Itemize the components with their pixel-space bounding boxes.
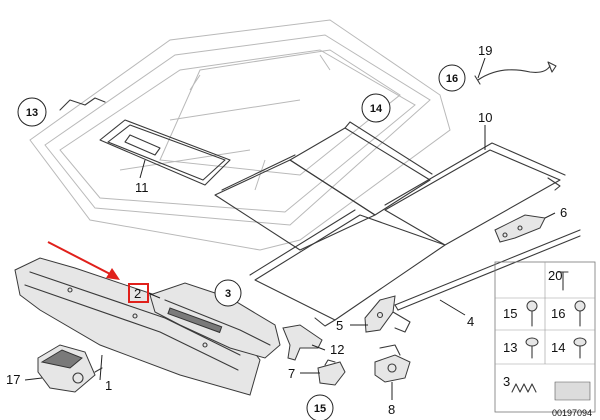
grid-label-15: 15 (503, 306, 517, 321)
roof-frame (29, 19, 451, 251)
label-7: 7 (288, 366, 295, 381)
svg-text:14: 14 (370, 103, 383, 115)
circle-label-3: 3 (214, 279, 242, 307)
label-5: 5 (336, 318, 343, 333)
part-1-panel (14, 257, 261, 396)
highlight-arrow (47, 241, 120, 280)
label-17: 17 (6, 372, 20, 387)
part-17-motor (37, 344, 103, 393)
label-8: 8 (388, 402, 395, 417)
grid-label-16: 16 (551, 306, 565, 321)
part-11-rail (99, 119, 231, 186)
label-10: 10 (478, 110, 492, 125)
svg-text:3: 3 (225, 288, 231, 300)
grid-label-3: 3 (503, 374, 510, 389)
svg-text:16: 16 (446, 73, 458, 85)
grid-label-14: 14 (551, 340, 565, 355)
grid-label-13: 13 (503, 340, 517, 355)
label-1: 1 (105, 378, 112, 393)
circle-label-14: 14 (361, 93, 391, 123)
circle-label-16: 16 (438, 64, 466, 92)
part-8-mount (374, 344, 411, 383)
part-6-bracket (494, 214, 546, 243)
circle-label-15: 15 (306, 394, 334, 420)
diagram-reference: 00197094 (552, 408, 592, 418)
svg-text:15: 15 (314, 403, 326, 415)
label-11: 11 (135, 180, 149, 195)
grid-label-20: 20 (548, 268, 562, 283)
part-2-trim (149, 282, 281, 359)
label-2: 2 (134, 286, 141, 301)
part-19-cable (474, 61, 557, 85)
hardware-grid (494, 261, 596, 413)
part-2-highlight-box (128, 283, 149, 303)
leader-lines (24, 57, 556, 400)
part-7-clip (317, 359, 346, 386)
label-12: 12 (330, 342, 344, 357)
part-13-clip (59, 97, 106, 111)
circle-label-13: 13 (17, 97, 47, 127)
part-4-rod (394, 229, 581, 311)
part-12-bracket (282, 324, 323, 361)
label-6: 6 (560, 205, 567, 220)
label-4: 4 (467, 314, 474, 329)
part-10-shades (214, 121, 566, 327)
svg-text:13: 13 (26, 107, 38, 119)
label-19: 19 (478, 43, 492, 58)
part-5-bracket (364, 295, 411, 333)
